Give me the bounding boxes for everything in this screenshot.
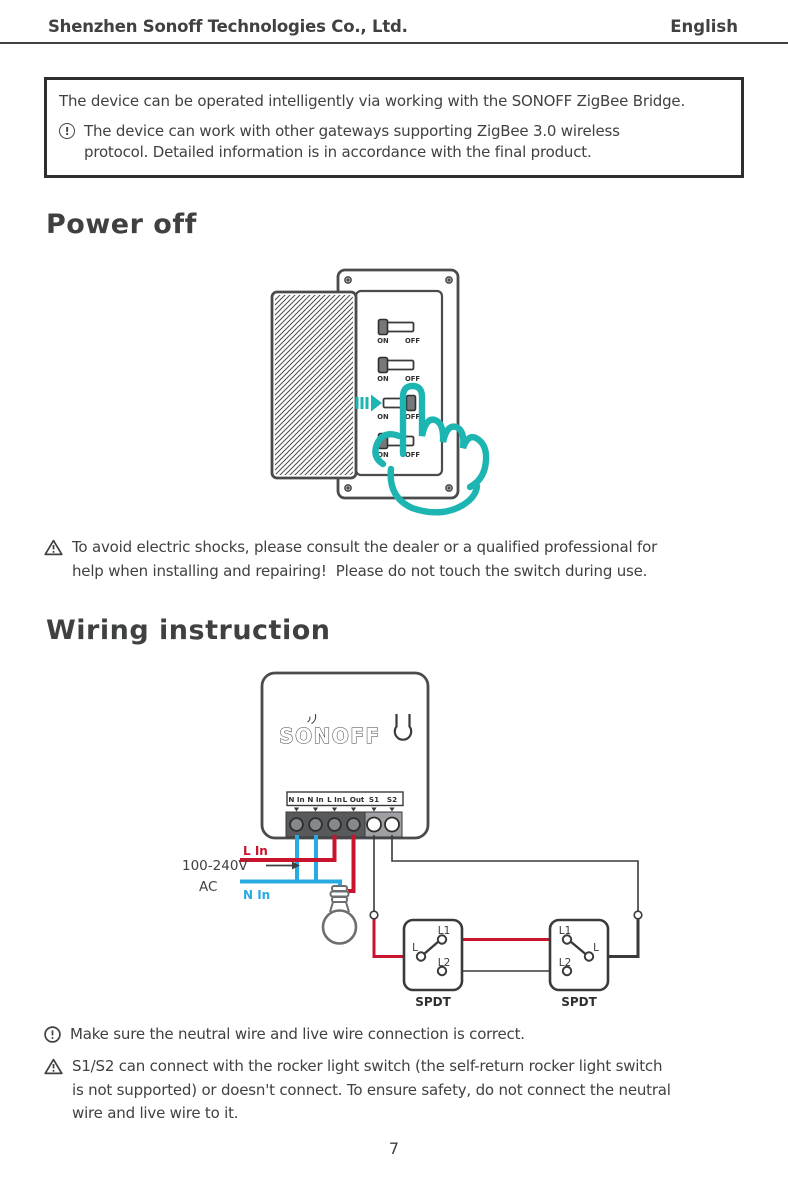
s1-live-wires [372, 919, 563, 958]
warning-line: wire and live wire to it. [72, 1104, 239, 1122]
sound-wave-icon [307, 713, 317, 724]
language-label: English [670, 17, 738, 36]
live-wires [240, 835, 356, 893]
label-l-in: L In [243, 844, 268, 858]
svg-text:ON: ON [377, 413, 389, 421]
switch-wires [373, 835, 640, 972]
svg-text:L: L [412, 942, 418, 954]
page-number: 7 [388, 1139, 400, 1158]
neutral-wires [240, 835, 342, 889]
brand-logo: SONOFF [279, 724, 380, 748]
hatched-door [270, 290, 358, 480]
keyhole-icon [393, 714, 413, 741]
warning-triangle-icon [44, 1058, 63, 1075]
svg-text:N In: N In [288, 795, 304, 804]
power-off-warning: To avoid electric shocks, please consult… [44, 536, 657, 583]
screw-icons [344, 276, 453, 492]
warning-line: To avoid electric shocks, please consult… [72, 538, 658, 556]
svg-text:S2: S2 [387, 795, 397, 804]
svg-text:ON: ON [377, 375, 389, 383]
terminal-block-power [285, 811, 366, 838]
wire-junction-right [633, 910, 643, 920]
header-divider [0, 42, 788, 45]
notice-box: The device can be operated intelligently… [44, 77, 744, 178]
svg-text:OFF: OFF [405, 337, 420, 345]
svg-text:L1: L1 [438, 925, 451, 937]
warning-triangle-icon [44, 539, 63, 556]
wire-junction-left [369, 910, 379, 920]
section-title-power-off: Power off [46, 209, 197, 240]
label-supply: 100-240V [182, 858, 248, 874]
spdt-switch-right: L1 L L2 SPDT [548, 918, 610, 1009]
svg-text:L1: L1 [559, 925, 572, 937]
terminal-block-switch [364, 811, 403, 838]
label-n-in: N In [243, 888, 270, 902]
switch-back-plate [336, 268, 460, 500]
supply-arrow-icon [266, 861, 300, 870]
switch-inner-panel [354, 289, 444, 477]
terminal-labels: N In N In L In L Out S1 S2 [288, 795, 397, 804]
warning-line: S1/S2 can connect with the rocker light … [72, 1057, 663, 1075]
svg-text:L: L [593, 942, 599, 954]
company-name: Shenzhen Sonoff Technologies Co., Ltd. [48, 17, 408, 36]
svg-text:N In: N In [307, 795, 323, 804]
warning-line: is not supported) or doesn't connect. To… [72, 1080, 671, 1099]
svg-text:L In: L In [327, 795, 342, 804]
label-ac: AC [199, 879, 217, 895]
note-line-2: protocol. Detailed information is in acc… [84, 143, 592, 161]
svg-text:S1: S1 [369, 795, 379, 804]
svg-text:OFF: OFF [405, 375, 420, 383]
pointing-hand-icon [372, 382, 490, 516]
info-circle-icon [44, 1026, 61, 1043]
svg-text:OFF: OFF [405, 451, 420, 459]
svg-text:OFF: OFF [405, 413, 420, 421]
wiring-warning: S1/S2 can connect with the rocker light … [44, 1055, 671, 1126]
warning-line: help when installing and repairing! Plea… [72, 561, 648, 580]
notice-line: The device can be operated intelligently… [59, 92, 686, 110]
spdt-caption: SPDT [561, 995, 597, 1009]
svg-text:L2: L2 [559, 957, 572, 969]
light-bulb [321, 885, 358, 945]
wiring-note: Make sure the neutral wire and live wire… [44, 1023, 525, 1047]
spdt-caption: SPDT [415, 995, 451, 1009]
svg-text:ON: ON [377, 337, 389, 345]
svg-text:L Out: L Out [343, 795, 365, 804]
notice-note: ! The device can work with other gateway… [59, 121, 729, 163]
sonoff-device [260, 671, 430, 840]
note-line-1: The device can work with other gateways … [84, 122, 620, 140]
svg-text:ON: ON [377, 451, 389, 459]
section-title-wiring: Wiring instruction [46, 615, 331, 646]
wiring-diagram: SONOFF N In N In L In L Out S1 S2 [182, 671, 643, 1009]
info-circle-icon: ! [59, 123, 75, 139]
spdt-switch-left: L L1 L2 SPDT [402, 918, 464, 1009]
slide-arrow-icon [355, 394, 382, 412]
svg-text:L2: L2 [438, 957, 451, 969]
slide-switches: ON OFF ON OFF ON OFF ON OFF [377, 318, 420, 459]
note-line: Make sure the neutral wire and live wire… [70, 1025, 525, 1043]
wall-switch-diagram: ON OFF ON OFF ON OFF ON OFF [270, 268, 490, 516]
terminal-label-strip [286, 791, 404, 807]
terminal-arrows [293, 807, 395, 812]
terminal-holes [289, 816, 400, 833]
